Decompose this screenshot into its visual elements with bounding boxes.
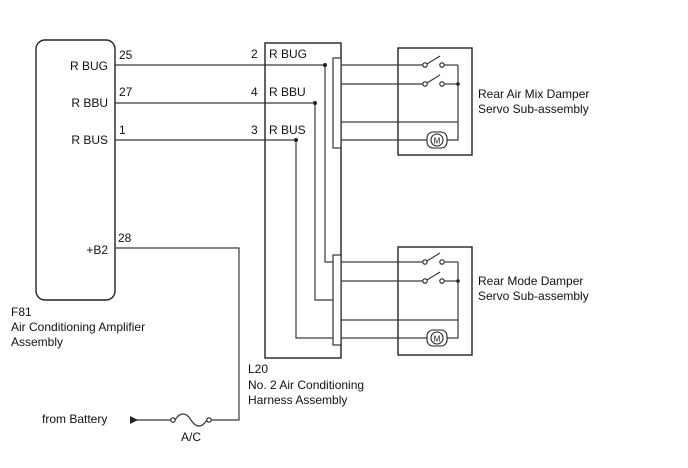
- battery-label: from Battery: [42, 412, 107, 426]
- amp-pin-name-rbug: R BUG: [70, 59, 108, 73]
- fuse-label: A/C: [181, 430, 201, 444]
- junction-rbus: [294, 138, 298, 142]
- fuse-terminal-right: [206, 417, 212, 423]
- harness-pin-name-rbug: R BUG: [269, 47, 307, 61]
- amp-pin-number-28: 28: [118, 231, 132, 245]
- amp-pin-number-25: 25: [119, 48, 133, 62]
- servo-air-mix-name-line1: Rear Air Mix Damper: [478, 87, 589, 101]
- servo2-motor-wire: [447, 320, 459, 339]
- servo1-switch2-contact2: [439, 81, 445, 87]
- motor-icon-1: [430, 133, 444, 147]
- amplifier-name-line2: Assembly: [11, 335, 63, 349]
- harness-name-line1: No. 2 Air Conditioning: [248, 378, 364, 392]
- amplifier-code: F81: [11, 305, 32, 319]
- servo2-switch2-contact2: [439, 278, 445, 284]
- harness-name-line2: Harness Assembly: [248, 393, 347, 407]
- junction-rbbu: [313, 101, 317, 105]
- harness-pin-number-4: 4: [251, 85, 258, 99]
- harness-pin-number-3: 3: [251, 123, 258, 137]
- amplifier-name-line1: Air Conditioning Amplifier: [11, 320, 145, 334]
- servo1-motor-wire: [447, 122, 459, 141]
- fuse-icon: [174, 413, 208, 427]
- servo-mode-name-line2: Servo Sub-assembly: [478, 289, 589, 303]
- harness-pin-number-2: 2: [251, 47, 258, 61]
- servo1-junction: [456, 82, 460, 86]
- amp-pin-number-27: 27: [119, 85, 133, 99]
- servo1-switch1-contact2: [439, 62, 445, 68]
- amp-pin-number-1: 1: [119, 123, 126, 137]
- harness-pin-name-rbus: R BUS: [269, 123, 306, 137]
- amp-pin-name-b2: +B2: [86, 243, 108, 257]
- servo2-switch1-arm: [426, 252, 441, 262]
- servo-air-mix-name-line2: Servo Sub-assembly: [478, 102, 589, 116]
- motor-icon-2: [430, 331, 444, 345]
- amp-pin-name-rbus: R BUS: [71, 133, 108, 147]
- harness-pin-name-rbbu: R BBU: [269, 85, 306, 99]
- fuse-terminal-left: [170, 417, 176, 423]
- harness-code: L20: [248, 362, 268, 376]
- harness-internal-rbbu: [265, 102, 333, 301]
- servo2-switch2-arm: [426, 271, 441, 281]
- servo-mode-name-line1: Rear Mode Damper: [478, 274, 583, 288]
- harness-internal-rbug: [265, 64, 333, 263]
- servo2-switch1-contact: [422, 259, 428, 265]
- servo1-switch1-contact: [422, 62, 428, 68]
- amp-pin-name-rbbu: R BBU: [71, 96, 108, 110]
- servo1-switch2-contact: [422, 81, 428, 87]
- motor-label-2: M: [434, 335, 441, 344]
- harness-internal-rbus: [265, 139, 333, 339]
- servo1-switch2-arm: [426, 74, 441, 84]
- harness-connector-lower: [332, 254, 342, 346]
- servo2-junction: [456, 279, 460, 283]
- junction-rbug: [323, 63, 327, 67]
- amplifier-box: [35, 39, 116, 301]
- servo2-switch1-contact2: [439, 259, 445, 265]
- harness-box: [264, 42, 342, 359]
- servo1-switch1-arm: [426, 55, 441, 65]
- harness-connector-upper: [332, 57, 342, 149]
- motor-label-1: M: [434, 137, 441, 146]
- wire-b2-power: [115, 247, 240, 421]
- servo2-switch2-contact: [422, 278, 428, 284]
- battery-arrow-icon: [130, 416, 138, 424]
